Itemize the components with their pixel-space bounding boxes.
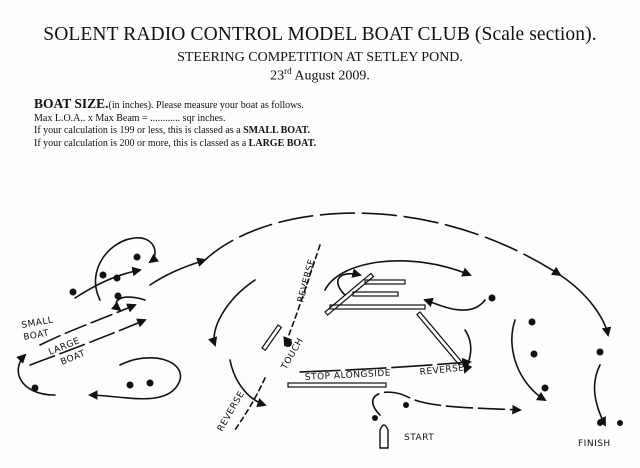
boat-size-note: (in inches). Please measure your boat as…	[108, 100, 304, 111]
pontoon-left	[324, 272, 375, 316]
label-stop-alongside: STOP ALONGSIDE	[305, 368, 392, 382]
course-path-reverse-top	[283, 244, 321, 347]
buoy	[541, 384, 549, 392]
buoy	[113, 274, 121, 282]
label-reverse-top: REVERSE	[296, 258, 317, 304]
course-path-large-boat	[29, 318, 147, 366]
course-path-finish-approach	[593, 364, 606, 427]
course-path-small-boat	[39, 303, 137, 346]
buoy	[69, 288, 77, 296]
course-path-inner-right-turn	[423, 297, 486, 311]
label-start: START	[404, 433, 434, 443]
course-path-top-left-loop	[94, 237, 160, 301]
course-path-right-buoys	[511, 319, 547, 401]
label-reverse-right: REVERSE	[419, 363, 465, 378]
course-path-outer-arc	[204, 212, 562, 277]
page-title: SOLENT RADIO CONTROL MODEL BOAT CLUB (Sc…	[43, 24, 597, 45]
course-path-left-connector	[149, 257, 207, 286]
date-rest: August 2009.	[291, 68, 370, 84]
buoy	[31, 384, 39, 392]
pontoon-top	[329, 304, 426, 310]
course-path-start	[372, 391, 522, 416]
date-suffix: rd	[284, 66, 292, 76]
boat-size-instructions: BOAT SIZE.(in inches). Please measure yo…	[34, 96, 316, 151]
label-reverse-bottom: REVERSE	[216, 390, 247, 434]
pontoon-upper-top	[364, 279, 406, 285]
buoy	[596, 348, 604, 356]
competition-date: 23rd August 2009.	[0, 66, 640, 85]
course-path-lower-left-wave	[88, 357, 182, 400]
label-finish: FINISH	[578, 439, 611, 449]
buoy	[617, 420, 623, 426]
pontoon-far-left	[261, 324, 283, 352]
touch-point	[284, 339, 292, 347]
pontoon-bottom	[287, 382, 387, 388]
buoy-group	[31, 253, 623, 426]
date-day: 23	[270, 68, 285, 84]
boat-size-formula: Max L.O.A.. x Max Beam = ............ sq…	[34, 112, 226, 124]
buoy	[146, 379, 154, 387]
label-small-boat-2: BOAT	[23, 329, 50, 343]
buoy	[133, 253, 141, 261]
buoy	[114, 292, 122, 300]
boat-size-heading: BOAT SIZE.	[34, 96, 109, 111]
small-boat-rule: If your calculation is 199 or less, this…	[34, 125, 316, 138]
pontoon-upper-short	[352, 291, 399, 297]
large-boat-class: LARGE BOAT.	[248, 137, 317, 149]
label-small-boat-1: SMALL	[21, 316, 54, 331]
course-path-left-loop-2	[111, 296, 146, 312]
buoy	[530, 350, 538, 358]
pontoon-right	[416, 311, 463, 366]
course-path-left-mid	[74, 266, 142, 299]
start-boat-icon	[379, 424, 389, 449]
label-touch: TOUCH	[279, 336, 306, 372]
buoy	[99, 271, 107, 279]
buoy	[403, 402, 409, 408]
buoy	[597, 420, 603, 426]
competition-subtitle: STEERING COMPETITION AT SETLEY POND.	[177, 50, 463, 65]
buoy	[488, 294, 496, 302]
course-path-inner-upper	[324, 260, 472, 291]
buoy	[528, 318, 536, 326]
small-boat-class: SMALL BOAT.	[243, 125, 310, 136]
course-path-inner-left	[208, 279, 256, 347]
course-path-reverse-bottom	[234, 377, 266, 431]
buoy	[372, 415, 378, 421]
course-path-inner-down	[229, 359, 267, 408]
boat-size-heading-line: BOAT SIZE.(in inches). Please measure yo…	[34, 96, 316, 113]
buoy	[126, 381, 134, 389]
large-rule-text: If your calculation is 200 or more, this…	[34, 137, 249, 149]
course-path-reverse-right	[463, 329, 473, 374]
small-rule-text: If your calculation is 199 or less, this…	[34, 125, 244, 136]
large-boat-rule: If your calculation is 200 or more, this…	[34, 138, 316, 151]
course-path-stop-alongside	[299, 357, 472, 373]
course-path-inner-top-leg	[337, 268, 362, 296]
course-path-right-descent	[559, 274, 612, 337]
course-path-left-return	[16, 353, 56, 396]
